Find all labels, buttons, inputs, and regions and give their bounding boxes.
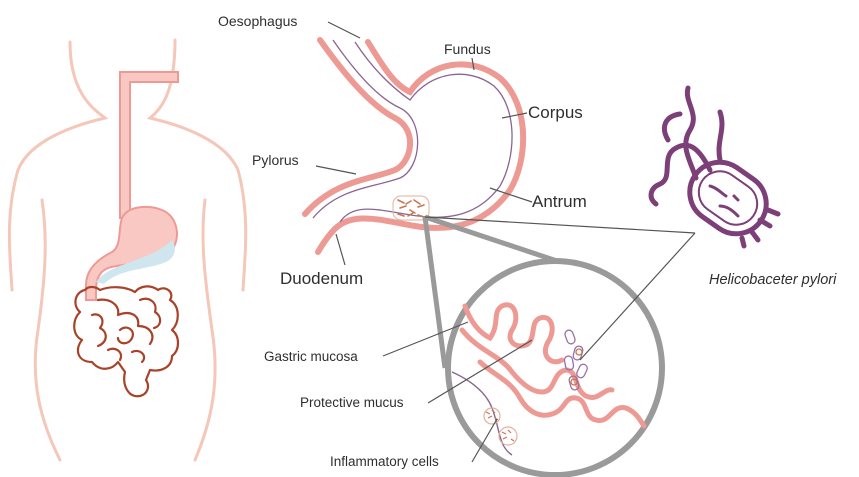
label-fundus: Fundus (444, 42, 491, 56)
label-gastric-mucosa: Gastric mucosa (264, 350, 358, 364)
label-corpus: Corpus (528, 104, 583, 121)
label-pylorus: Pylorus (252, 153, 299, 167)
helicobacter-pylori-illustration (651, 88, 778, 246)
stomach-bacteria-cluster (393, 196, 429, 220)
label-oesophagus: Oesophagus (218, 14, 297, 28)
stomach (305, 40, 523, 252)
body-digestive-tract (86, 72, 178, 300)
label-inflammatory-cells: Inflammatory cells (330, 455, 439, 469)
duodenum-tube (318, 232, 332, 252)
label-antrum: Antrum (532, 193, 587, 210)
duodenum-leader (336, 234, 345, 265)
oesophagus-leader (328, 22, 360, 38)
magnifier (425, 217, 662, 475)
label-duodenum: Duodenum (280, 270, 363, 287)
intestines (74, 286, 178, 396)
label-helicobacter-pylori: Helicobaceter pylori (709, 273, 836, 288)
label-protective-mucus: Protective mucus (300, 396, 404, 410)
magnifier-circle (448, 261, 662, 475)
stomach-outer-wall (332, 42, 523, 232)
stomach-inner-wall (305, 40, 410, 214)
pylorus-leader (316, 166, 356, 174)
